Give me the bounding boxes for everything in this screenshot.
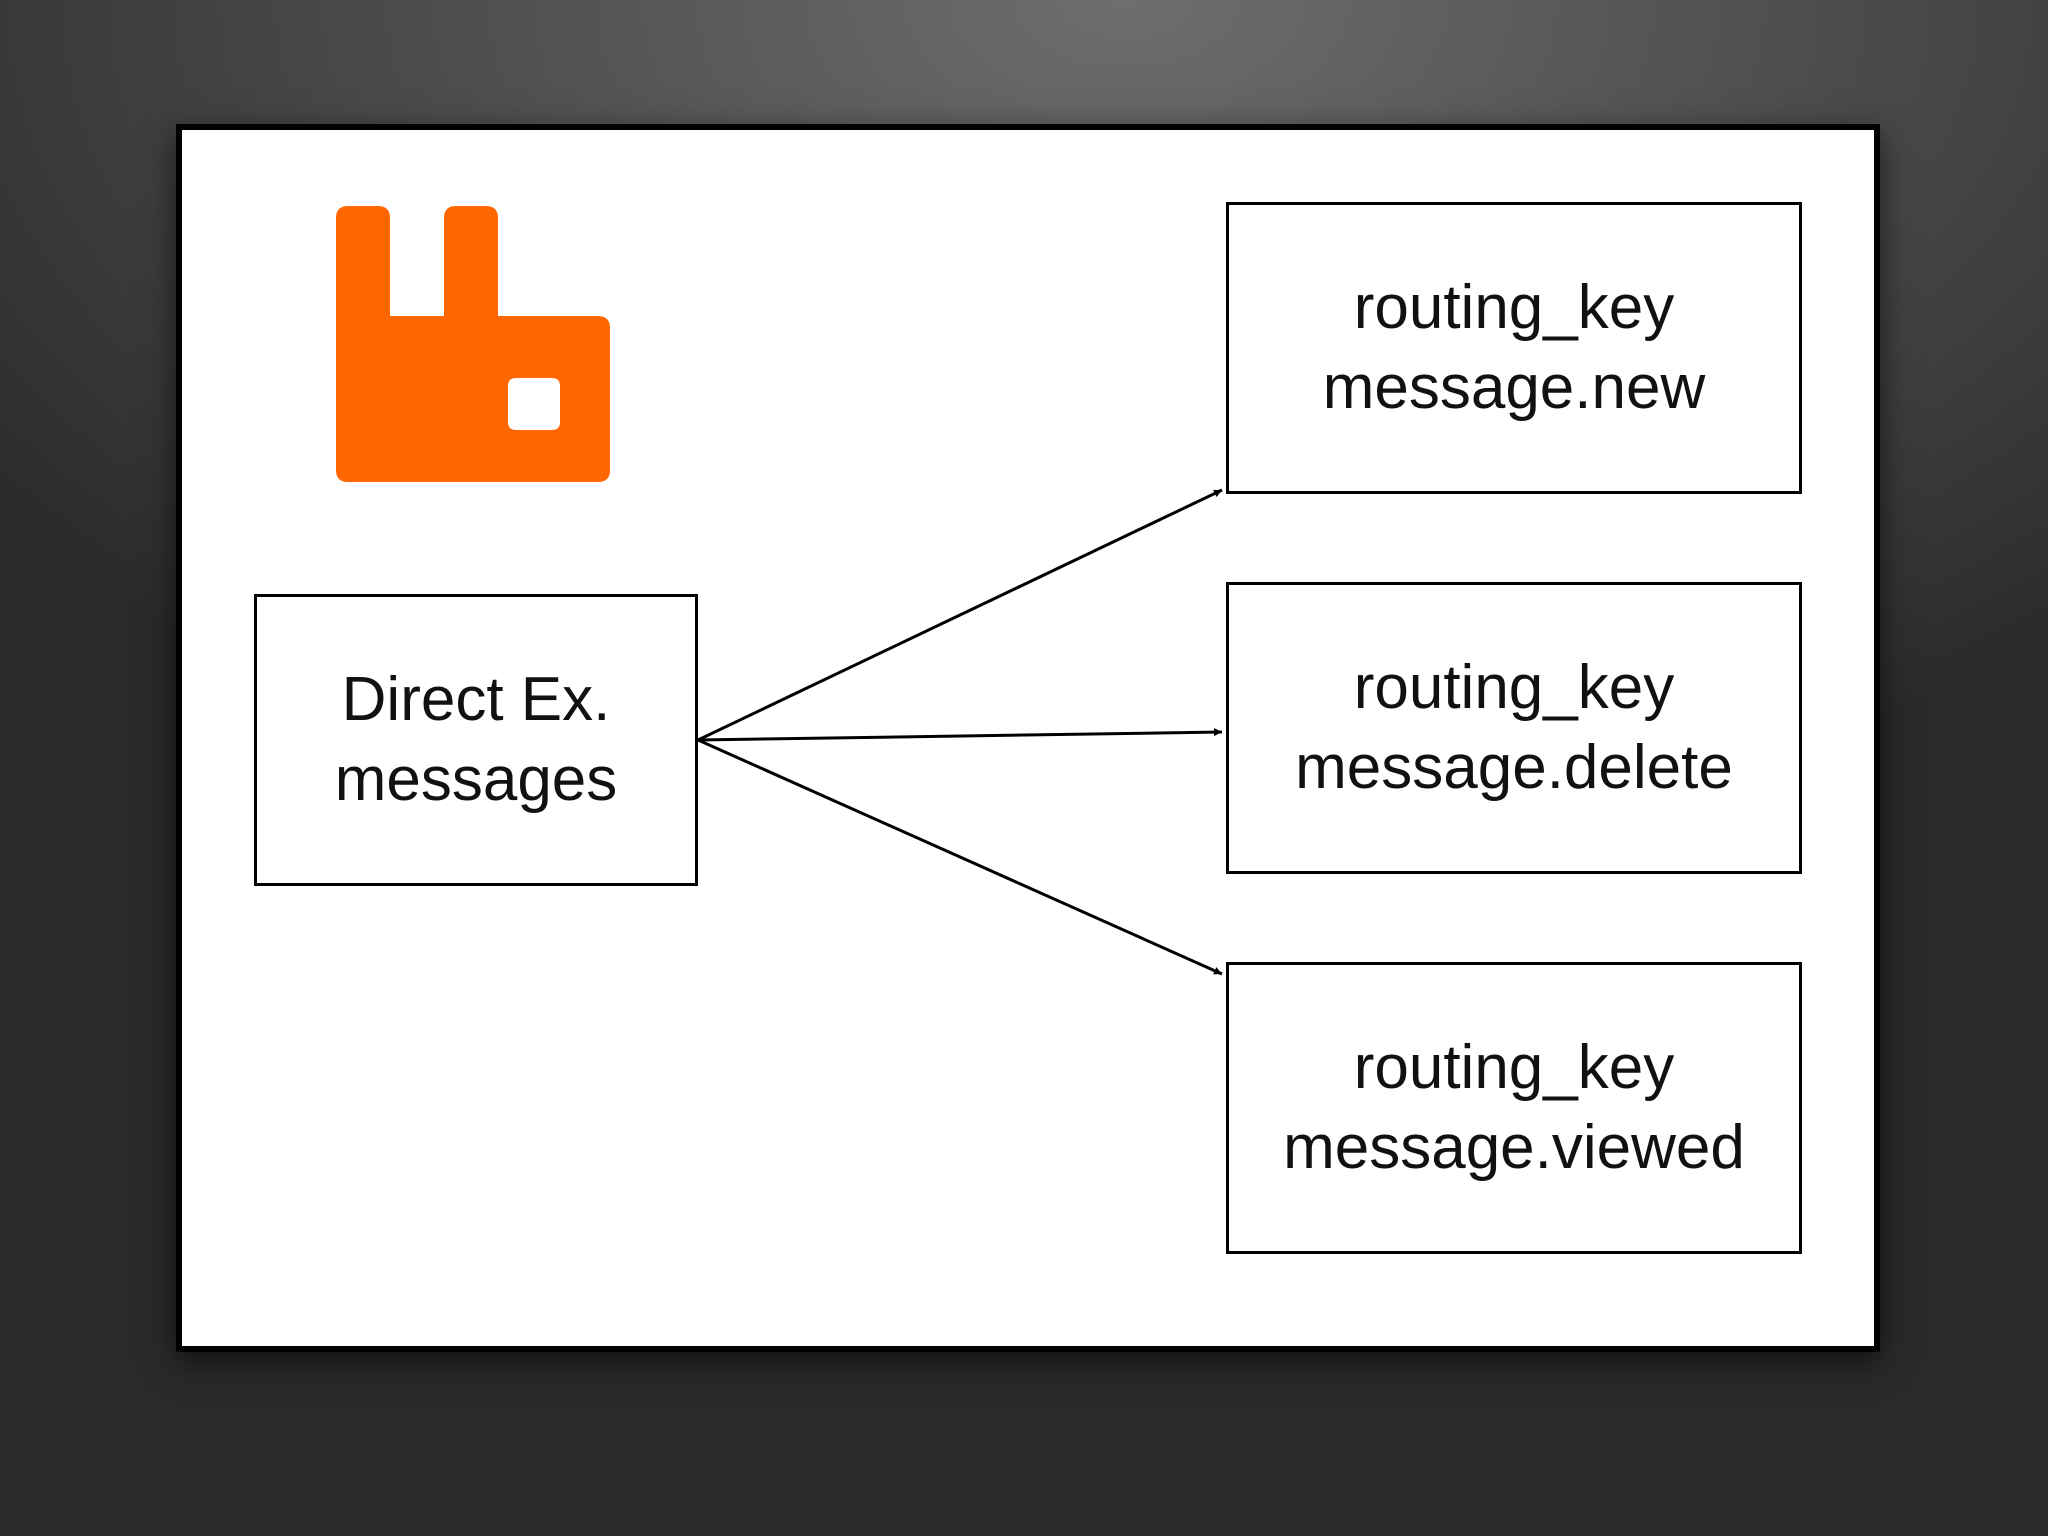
exchange-type-label: Direct Ex. [341, 665, 611, 734]
queue-routing-key-label: routing_key [1353, 1033, 1675, 1102]
queue-routing-key-value: message.viewed [1283, 1113, 1745, 1182]
direct-exchange-node: Direct Ex. messages [254, 594, 698, 886]
queue-node-message-new: routing_key message.new [1226, 202, 1802, 494]
queue-routing-key-value: message.delete [1295, 733, 1733, 802]
queue-routing-key-label: routing_key [1353, 653, 1675, 722]
rabbitmq-logo-icon [336, 206, 610, 482]
queue-routing-key-label: routing_key [1353, 273, 1675, 342]
exchange-name-label: messages [334, 745, 618, 814]
queue-node-message-viewed: routing_key message.viewed [1226, 962, 1802, 1254]
queue-node-message-delete: routing_key message.delete [1226, 582, 1802, 874]
queue-routing-key-value: message.new [1322, 353, 1706, 422]
